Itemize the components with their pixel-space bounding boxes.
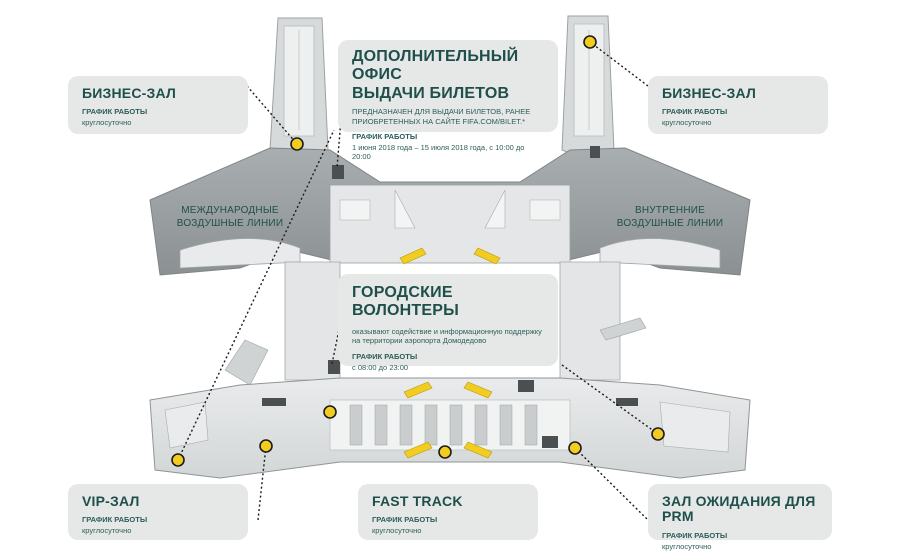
left-pier bbox=[269, 17, 329, 161]
hours-label: ГРАФИК РАБОТЫ bbox=[82, 515, 148, 525]
international-label-line1: МЕЖДУНАРОДНЫЕ bbox=[181, 205, 279, 216]
central-connector bbox=[224, 261, 647, 386]
domestic-label-line1: ВНУТРЕННИЕ bbox=[635, 205, 705, 216]
card-city-volunteers: ГОРОДСКИЕ ВОЛОНТЕРЫ оказывают содействие… bbox=[338, 274, 558, 372]
hours-label: ГРАФИК РАБОТЫ bbox=[352, 351, 418, 361]
card-prm-waiting-room: ЗАЛ ОЖИДАНИЯ ДЛЯ PRM ГРАФИК РАБОТЫ кругл… bbox=[648, 484, 832, 551]
marker-vip bbox=[171, 453, 185, 467]
card-title: ГОРОДСКИЕ ВОЛОНТЕРЫ bbox=[352, 284, 460, 320]
card-title: ДОПОЛНИТЕЛЬНЫЙ ОФИС ВЫДАЧИ БИЛЕТОВ bbox=[352, 48, 544, 103]
card-title: FAST TRACK bbox=[372, 493, 463, 509]
hours-label: ГРАФИК РАБОТЫ bbox=[662, 107, 728, 117]
hours-label: ГРАФИК РАБОТЫ bbox=[82, 107, 148, 117]
marker-volunteers bbox=[438, 445, 452, 459]
lower-hall bbox=[149, 377, 751, 479]
card-title: VIP-ЗАЛ bbox=[82, 493, 140, 509]
card-title-line1: ДОПОЛНИТЕЛЬНЫЙ ОФИС bbox=[352, 48, 519, 84]
card-business-lounge-left: БИЗНЕС-ЗАЛ ГРАФИК РАБОТЫ круглосуточно bbox=[68, 76, 248, 134]
card-ticket-office: ДОПОЛНИТЕЛЬНЫЙ ОФИС ВЫДАЧИ БИЛЕТОВ ПРЕДН… bbox=[338, 40, 558, 161]
hours-value: круглосуточно bbox=[662, 541, 712, 551]
card-business-lounge-right: БИЗНЕС-ЗАЛ ГРАФИК РАБОТЫ круглосуточно bbox=[648, 76, 828, 134]
hours-label: ГРАФИК РАБОТЫ bbox=[352, 131, 418, 141]
domestic-area-label: ВНУТРЕННИЕ ВОЗДУШНЫЕ ЛИНИИ bbox=[610, 205, 730, 230]
marker-business-left bbox=[290, 137, 304, 151]
card-description: оказывают содействие и информационную по… bbox=[352, 326, 542, 346]
card-title: БИЗНЕС-ЗАЛ bbox=[82, 85, 176, 101]
card-title: ЗАЛ ОЖИДАНИЯ ДЛЯ PRM bbox=[662, 493, 816, 525]
international-area-label: МЕЖДУНАРОДНЫЕ ВОЗДУШНЫЕ ЛИНИИ bbox=[170, 205, 290, 230]
marker-fast-track bbox=[259, 439, 273, 453]
hours-value: круглосуточно bbox=[82, 526, 132, 536]
hours-value: 1 июня 2018 года – 15 июля 2018 года, с … bbox=[352, 142, 525, 161]
marker-business-right bbox=[583, 35, 597, 49]
international-label-line2: ВОЗДУШНЫЕ ЛИНИИ bbox=[176, 217, 284, 229]
domestic-label-line2: ВОЗДУШНЫЕ ЛИНИИ bbox=[616, 217, 724, 229]
marker-ticket-office bbox=[323, 405, 337, 419]
hours-label: ГРАФИК РАБОТЫ bbox=[662, 530, 728, 540]
card-description: ПРЕДНАЗНАЧЕН ДЛЯ ВЫДАЧИ БИЛЕТОВ, РАНЕЕ П… bbox=[352, 107, 531, 126]
hours-label: ГРАФИК РАБОТЫ bbox=[372, 515, 438, 525]
upper-hall bbox=[149, 146, 751, 276]
marker-prm-near bbox=[568, 441, 582, 455]
location-markers bbox=[171, 35, 665, 467]
hours-value: с 08:00 до 23:00 bbox=[352, 362, 409, 372]
right-pier bbox=[561, 15, 615, 161]
hours-value: круглосуточно bbox=[662, 118, 712, 128]
hours-value: круглосуточно bbox=[372, 526, 422, 536]
hours-value: круглосуточно bbox=[82, 118, 132, 128]
card-fast-track: FAST TRACK ГРАФИК РАБОТЫ круглосуточно bbox=[358, 484, 538, 540]
marker-prm bbox=[651, 427, 665, 441]
card-title: БИЗНЕС-ЗАЛ bbox=[662, 85, 756, 101]
card-title-line2: ВЫДАЧИ БИЛЕТОВ bbox=[352, 84, 510, 102]
card-vip-lounge: VIP-ЗАЛ ГРАФИК РАБОТЫ круглосуточно bbox=[68, 484, 248, 540]
